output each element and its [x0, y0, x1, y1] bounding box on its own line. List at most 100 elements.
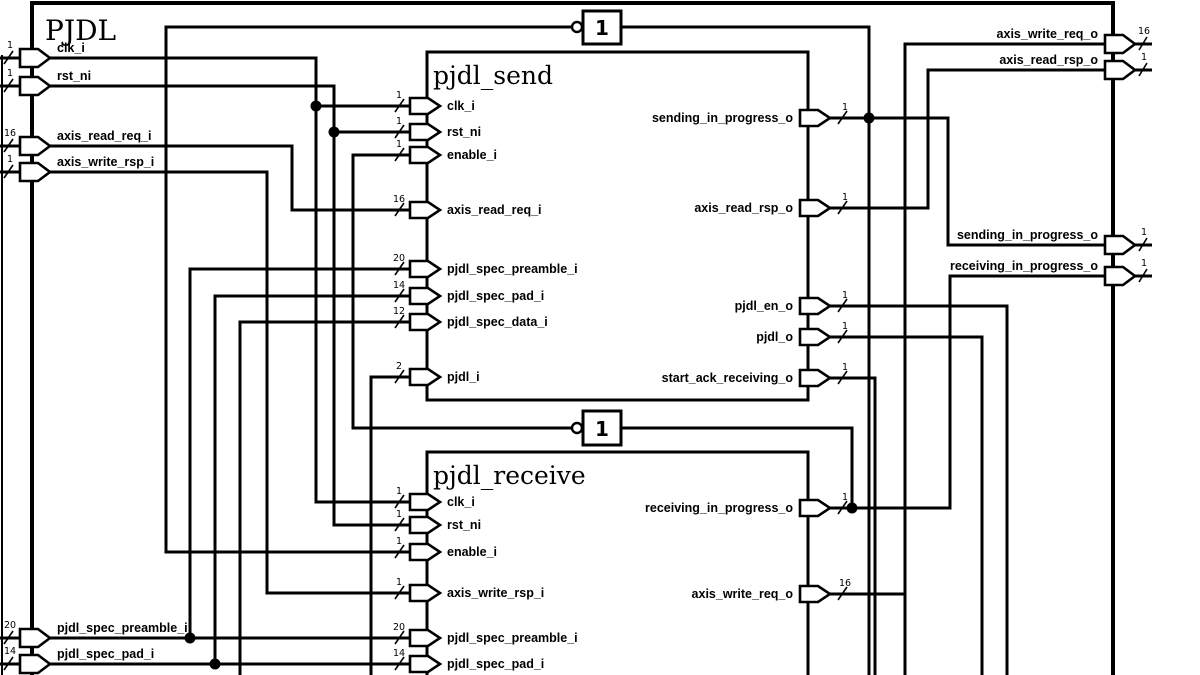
- bus-width-slash-icon: [394, 261, 405, 276]
- port-label: rst_ni: [57, 69, 91, 83]
- port-receive-rst-ni: 1 rst_ni: [394, 509, 481, 535]
- receive-input-ports: 1 clk_i 1 rst_ni 1 enable_i 1 axis_write…: [393, 486, 578, 674]
- block-pjdl-send: pjdl_send: [425, 50, 810, 402]
- input-port-icon: [408, 145, 443, 165]
- receive-output-ports: 1 receiving_in_progress_o 16 axis_write_…: [645, 492, 851, 604]
- pjdl-send-border: [425, 50, 810, 402]
- bus-width-slash-icon: [394, 585, 405, 600]
- port-outer-axis-write-req-o: 16 axis_write_req_o: [997, 26, 1150, 55]
- input-port-icon: [18, 135, 53, 157]
- port-label: pjdl_spec_data_i: [447, 315, 548, 329]
- bus-width-slash-icon: [394, 147, 405, 162]
- port-label: pjdl_i: [447, 370, 480, 384]
- port-label: axis_write_rsp_i: [57, 155, 154, 169]
- port-label: pjdl_en_o: [735, 299, 794, 313]
- input-port-icon: [18, 47, 53, 69]
- port-send-pjdl-spec-pad-i: 14 pjdl_spec_pad_i: [393, 280, 544, 306]
- input-port-icon: [18, 75, 53, 97]
- bus-width-slash-icon: [837, 329, 848, 344]
- bus-width: 1: [842, 492, 848, 503]
- bus-width-slash-icon: [394, 656, 405, 671]
- outer-input-stubs: [0, 56, 20, 666]
- outer-module: PJDL: [30, 1, 1115, 675]
- bus-width-slash-icon: [394, 98, 405, 113]
- port-label: axis_read_req_i: [447, 203, 542, 217]
- input-port-icon: [408, 122, 443, 142]
- bus-width-slash-icon: [394, 517, 405, 532]
- port-send-pjdl-spec-data-i: 12 pjdl_spec_data_i: [393, 306, 548, 332]
- bus-width: 1: [7, 40, 13, 51]
- bus-width: 16: [4, 128, 16, 139]
- bus-width: 16: [393, 194, 405, 205]
- port-send-enable-i: 1 enable_i: [394, 139, 497, 165]
- bus-width: 1: [396, 139, 402, 150]
- port-outer-pjdl-spec-preamble-i: 20 pjdl_spec_preamble_i: [3, 620, 188, 649]
- output-port-icon: [798, 368, 833, 388]
- junction-dots: [184, 100, 875, 670]
- port-send-pjdl-en-o: 1 pjdl_en_o: [735, 290, 848, 316]
- port-receive-pjdl-spec-pad-i: 14 pjdl_spec_pad_i: [393, 648, 544, 674]
- input-port-icon: [408, 628, 443, 648]
- input-port-icon: [18, 161, 53, 183]
- port-outer-axis-write-rsp-i: 1 axis_write_rsp_i: [3, 154, 154, 183]
- junction-dot: [846, 502, 858, 514]
- pjdl-receive-title: pjdl_receive: [433, 461, 586, 490]
- port-label: clk_i: [447, 495, 475, 509]
- bus-width: 1: [396, 536, 402, 547]
- wire-inv2-in: [621, 426, 854, 508]
- port-send-start-ack-receiving-o: 1 start_ack_receiving_o: [662, 362, 848, 388]
- port-label: pjdl_spec_pad_i: [57, 647, 154, 661]
- bus-width-slash-icon: [394, 288, 405, 303]
- port-send-rst-ni: 1 rst_ni: [394, 116, 481, 142]
- port-label: axis_read_rsp_o: [999, 53, 1098, 67]
- wire-start-ack-receiving: [830, 376, 877, 675]
- wire-inv1-in: [621, 25, 871, 675]
- input-port-icon: [18, 653, 53, 675]
- bus-width-slash-icon: [837, 298, 848, 313]
- input-port-icon: [408, 583, 443, 603]
- outer-module-border: [30, 1, 1115, 675]
- port-label: axis_write_rsp_i: [447, 586, 544, 600]
- input-port-icon: [408, 286, 443, 306]
- bus-width-slash-icon: [3, 78, 14, 93]
- port-outer-clk-i: 1 clk_i: [3, 40, 85, 69]
- send-input-ports: 1 clk_i 1 rst_ni 1 enable_i 16 axis_read…: [393, 90, 578, 387]
- port-send-pjdl-spec-preamble-i: 20 pjdl_spec_preamble_i: [393, 253, 578, 279]
- bus-width: 1: [842, 290, 848, 301]
- bus-width: 1: [842, 102, 848, 113]
- inverter-top: 1: [570, 9, 623, 46]
- bus-width-slash-icon: [394, 544, 405, 559]
- port-outer-pjdl-spec-pad-i: 14 pjdl_spec_pad_i: [3, 646, 154, 675]
- port-label: pjdl_spec_pad_i: [447, 289, 544, 303]
- wire-inv1-out-to-receive-enable: [164, 25, 572, 554]
- bus-width-slash-icon: [394, 314, 405, 329]
- inverter-bottom-label: 1: [595, 417, 609, 441]
- bus-width: 1: [396, 116, 402, 127]
- pjdl-send-title: pjdl_send: [433, 61, 553, 90]
- wire-axis-read-rsp: [830, 68, 1105, 210]
- port-label: receiving_in_progress_o: [950, 259, 1098, 273]
- port-outer-axis-read-rsp-o: 1 axis_read_rsp_o: [999, 52, 1148, 81]
- input-port-icon: [408, 96, 443, 116]
- bus-width: 16: [1138, 26, 1150, 37]
- port-label: axis_read_rsp_o: [694, 201, 793, 215]
- port-label: pjdl_o: [756, 330, 793, 344]
- port-send-axis-read-req-i: 16 axis_read_req_i: [393, 194, 542, 220]
- port-label: sending_in_progress_o: [957, 228, 1098, 242]
- bus-width: 1: [396, 90, 402, 101]
- outer-output-stubs: [1135, 42, 1152, 278]
- bus-width-slash-icon: [3, 630, 14, 645]
- port-receive-receiving-in-progress-o: 1 receiving_in_progress_o: [645, 492, 848, 518]
- bus-width: 1: [396, 486, 402, 497]
- input-port-icon: [408, 492, 443, 512]
- port-label: pjdl_spec_preamble_i: [447, 631, 578, 645]
- junction-dot: [184, 632, 196, 644]
- wire-axis-write-rsp: [50, 170, 412, 595]
- bus-width: 14: [4, 646, 16, 657]
- input-port-icon: [408, 654, 443, 674]
- wire-pjdl-o: [830, 335, 984, 675]
- wire-receiving-in-progress: [830, 274, 1105, 510]
- port-label: axis_write_req_o: [692, 587, 794, 601]
- port-label: axis_write_req_o: [997, 27, 1099, 41]
